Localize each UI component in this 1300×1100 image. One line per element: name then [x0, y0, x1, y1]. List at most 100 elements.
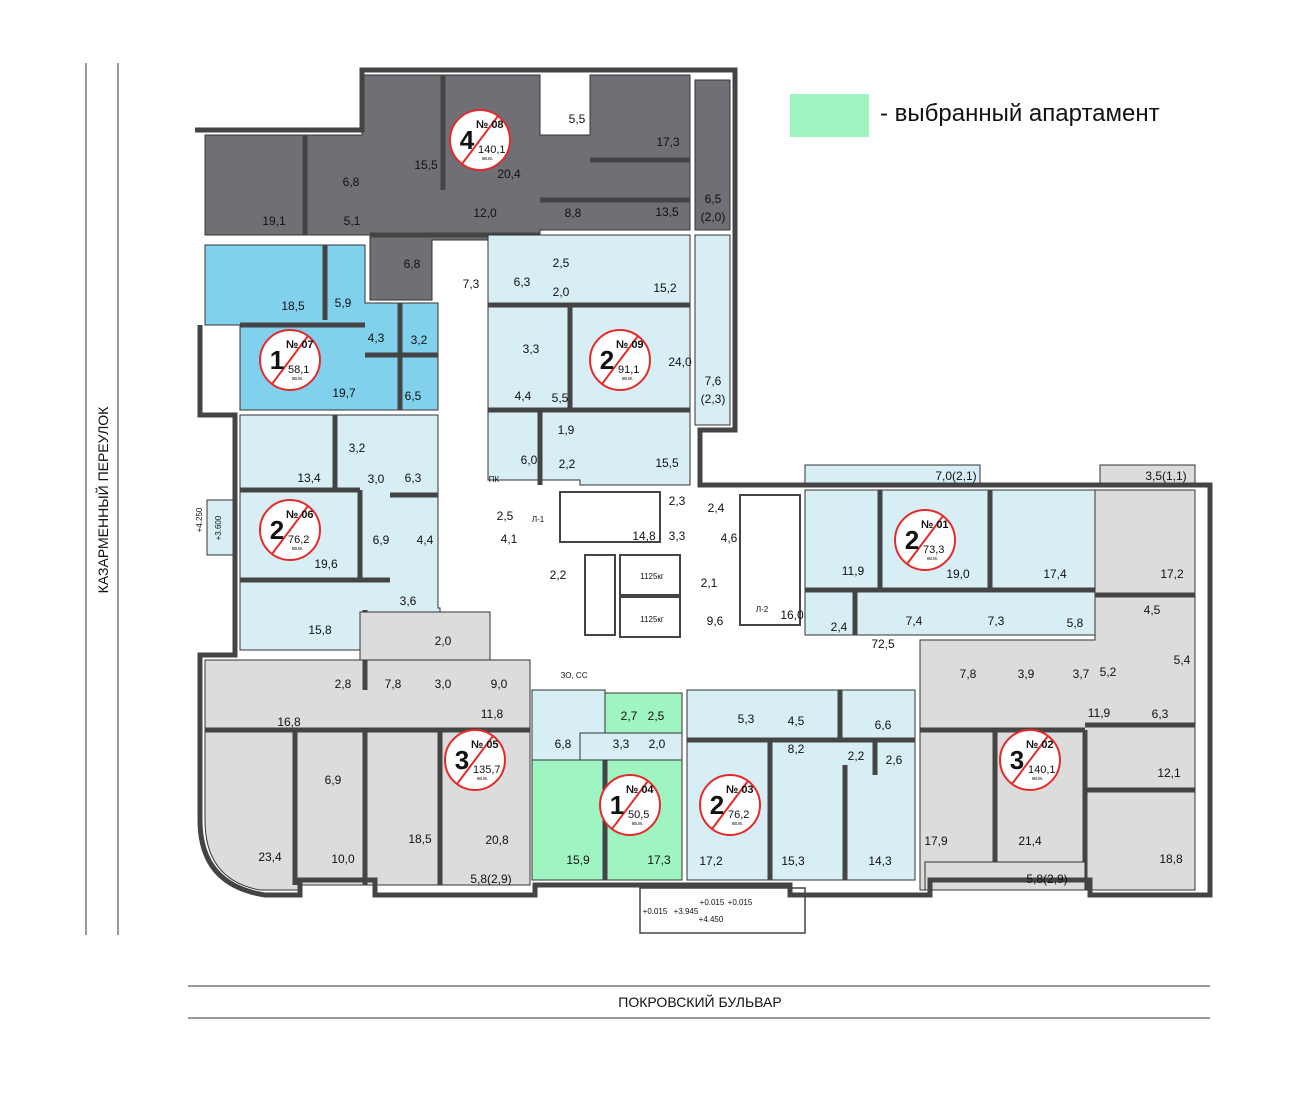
apartment-06[interactable] — [206, 414, 441, 651]
badge-area: 140,1 — [478, 144, 506, 156]
room-area-label: 3,0 — [368, 472, 385, 486]
room-area-label: 20,8 — [485, 833, 509, 847]
room-area-label: 6,9 — [373, 533, 390, 547]
room-area-label: +0.015 — [643, 907, 668, 916]
room-area-label: 11,9 — [842, 564, 865, 578]
badge-rooms: 2 — [905, 525, 919, 555]
room-area-label: 17,3 — [656, 135, 680, 149]
apartment-08[interactable] — [204, 74, 731, 301]
room-area-label: 4,6 — [721, 531, 738, 545]
room-area-label: 2,0 — [649, 737, 666, 751]
room-area-label: 5,4 — [1174, 653, 1191, 667]
room-area-label: Л-1 — [532, 515, 545, 524]
room-area-label: 3,6 — [400, 594, 417, 608]
room-area-label: 13,4 — [297, 471, 321, 485]
room-area-label: +0.015 — [728, 898, 753, 907]
room-area-label: 5,9 — [335, 296, 352, 310]
room-area-label: 7,6 — [705, 374, 722, 388]
room-area-label: 5,5 — [569, 112, 586, 126]
room-area-label: 15,2 — [653, 281, 677, 295]
room-area-label: 11,8 — [481, 707, 504, 721]
street-label-left: КАЗАРМЕННЫЙ ПЕРЕУЛОК — [94, 406, 111, 593]
room-area-label: 6,3 — [1152, 707, 1169, 721]
room-area-label: 3,2 — [349, 441, 366, 455]
room-area-label: 3,3 — [613, 737, 630, 751]
badge-unit: кв.м. — [477, 776, 488, 782]
room-area-label: 7,3 — [988, 614, 1005, 628]
room-area-label: 7,4 — [906, 614, 923, 628]
room-area-label: 8,2 — [788, 742, 805, 756]
room-area-label: 7,0(2,1) — [935, 469, 976, 483]
room-area-label: 3,3 — [669, 529, 686, 543]
room-area-label: 2,3 — [669, 494, 686, 508]
room-area-label: 12,0 — [473, 206, 497, 220]
room-area-label: 18,5 — [408, 832, 432, 846]
badge-rooms: 2 — [710, 790, 724, 820]
room-area-label: 17,4 — [1043, 567, 1067, 581]
room-area-label: 1,9 — [558, 423, 575, 437]
room-area-label: 5,2 — [1100, 665, 1117, 679]
room-area-label: 4,3 — [368, 331, 385, 345]
room-area-label: 17,3 — [647, 853, 671, 867]
room-area-label: 6,8 — [555, 737, 572, 751]
room-area-label: 3,3 — [523, 342, 540, 356]
badge-area: 50,5 — [628, 809, 649, 821]
room-area-label: 6,9 — [325, 773, 342, 787]
badge-number: № 09 — [616, 339, 644, 351]
room-area-label: 24,0 — [668, 355, 692, 369]
room-area-label: 4,4 — [417, 533, 434, 547]
room-area-label: 19,1 — [262, 214, 286, 228]
room-area-label: 8,8 — [565, 206, 582, 220]
room-area-label: 18,8 — [1159, 852, 1183, 866]
room-area-label: 5,1 — [344, 214, 361, 228]
badge-area: 76,2 — [288, 534, 309, 546]
room-area-label: 5,8(2,9) — [1026, 872, 1067, 886]
room-area-label: 1125кг — [640, 615, 664, 624]
room-area-label: 2,2 — [550, 568, 567, 582]
apartment-01[interactable] — [804, 464, 1096, 636]
room-area-label: 3,0 — [435, 677, 452, 691]
room-area-label: 17,2 — [1160, 567, 1184, 581]
room-area-label: 72,5 — [871, 637, 895, 651]
room-area-label: ЗО, СС — [561, 671, 588, 680]
legend-swatch — [790, 94, 869, 137]
room-area-label: (2,0) — [701, 210, 726, 224]
room-area-label: 11,9 — [1088, 706, 1111, 720]
room-area-label: 2,8 — [335, 677, 352, 691]
room-area-label: 5,8(2,9) — [470, 872, 511, 886]
room-area-label: 2,4 — [831, 620, 848, 634]
room-area-label: +4.450 — [699, 915, 724, 924]
room-area-label: 6,3 — [514, 275, 531, 289]
room-area-label: 19,7 — [332, 386, 356, 400]
room-area-label: ПК — [489, 475, 500, 484]
room-area-label: 3,5(1,1) — [1145, 469, 1186, 483]
badge-unit: кв.м. — [632, 821, 643, 827]
badge-area: 140,1 — [1028, 764, 1056, 776]
room-area-label: 2,2 — [848, 749, 865, 763]
apartment-05[interactable] — [204, 610, 531, 891]
room-area-label: (2,3) — [701, 392, 726, 406]
room-area-label: 4,5 — [1144, 603, 1161, 617]
badge-number: № 03 — [726, 784, 754, 796]
apartment-02[interactable] — [919, 464, 1196, 891]
room-area-label: 18,5 — [281, 299, 305, 313]
badge-unit: кв.м. — [292, 546, 303, 552]
room-area-label: 23,4 — [258, 850, 282, 864]
badge-unit: кв.м. — [1032, 776, 1043, 782]
room-area-label: 15,9 — [566, 853, 590, 867]
street-label-bottom: ПОКРОВСКИЙ БУЛЬВАР — [618, 993, 781, 1010]
room-area-label: 15,5 — [414, 158, 438, 172]
badge-unit: кв.м. — [622, 376, 633, 382]
room-area-label: 6,8 — [404, 257, 421, 271]
room-area-label: 16,0 — [780, 608, 804, 622]
room-area-label: 6,5 — [405, 389, 422, 403]
